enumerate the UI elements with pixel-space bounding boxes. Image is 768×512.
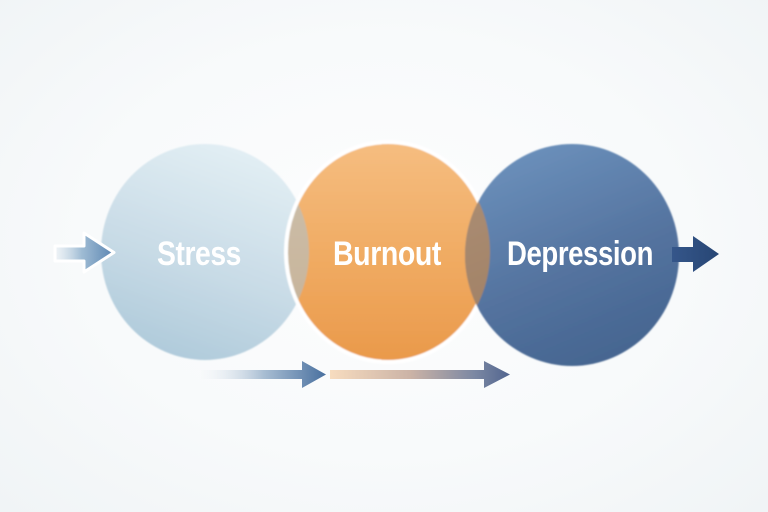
depression-circle <box>465 144 679 366</box>
stress-label: Stress <box>157 235 241 273</box>
stress-circle <box>101 144 309 360</box>
depression-label: Depression <box>507 235 653 273</box>
stress-to-burnout-arrow-icon <box>201 361 326 388</box>
burnout-label: Burnout <box>333 235 441 273</box>
burnout-to-depression-arrow-icon <box>330 361 510 388</box>
outflow-arrow-icon <box>672 236 719 272</box>
inflow-arrow-icon <box>53 231 116 274</box>
burnout-circle <box>286 142 490 362</box>
